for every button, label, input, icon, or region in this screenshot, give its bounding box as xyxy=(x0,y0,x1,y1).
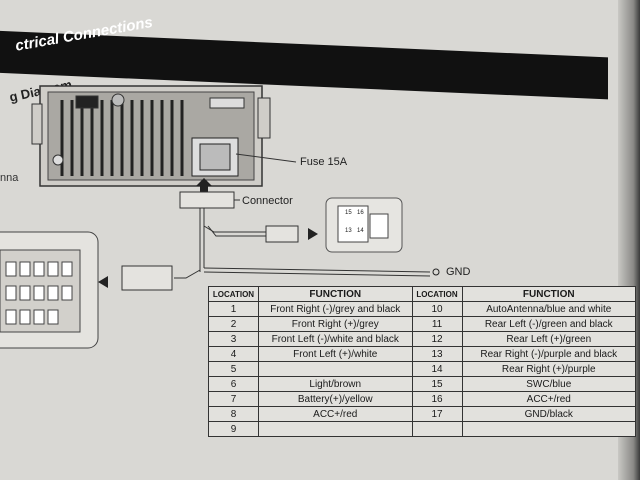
column-header: LOCATION xyxy=(208,286,259,302)
left-arrow-icon xyxy=(98,276,108,288)
gnd-label: GND xyxy=(446,266,471,278)
connector-label: Connector xyxy=(242,195,293,207)
table-cell: 14 xyxy=(411,361,463,377)
pin-14-label: 14 xyxy=(357,228,364,234)
table-cell: 12 xyxy=(411,331,463,347)
table-row: 9 xyxy=(208,421,636,437)
table-cell: 3 xyxy=(208,331,259,347)
table-cell: GND/black xyxy=(461,406,636,422)
connector xyxy=(179,191,235,209)
table-cell: Front Left (-)/white and black xyxy=(257,331,413,347)
table-row: 1 Front Right (-)/grey and black 10 Auto… xyxy=(208,301,636,317)
fuse-leader xyxy=(235,153,297,163)
table-row: 2 Front Right (+)/grey 11 Rear Left (-)/… xyxy=(208,316,636,332)
table-cell xyxy=(461,421,636,437)
table-cell xyxy=(411,421,463,437)
antenna-label: nna xyxy=(0,172,19,184)
table-cell: 11 xyxy=(411,316,463,332)
table-cell: Rear Left (-)/green and black xyxy=(461,316,636,332)
table-cell: 1 xyxy=(208,301,259,317)
table-cell: Rear Right (+)/purple xyxy=(461,361,636,377)
table-cell: SWC/blue xyxy=(461,376,636,392)
table-cell: 15 xyxy=(411,376,463,392)
table-cell: ACC+/red xyxy=(461,391,636,407)
table-cell: Front Right (-)/grey and black xyxy=(257,301,413,317)
main-connector-detail xyxy=(0,231,99,349)
table-cell: 16 xyxy=(411,391,463,407)
column-header: FUNCTION xyxy=(461,286,636,302)
table-row: 4 Front Left (+)/white 13 Rear Right (-)… xyxy=(208,346,636,362)
table-cell: 7 xyxy=(208,391,259,407)
table-cell: Rear Left (+)/green xyxy=(461,331,636,347)
column-header: LOCATION xyxy=(411,286,463,302)
wire-harness xyxy=(174,208,431,279)
table-cell: 5 xyxy=(208,361,259,377)
table-cell: Front Left (+)/white xyxy=(257,346,413,362)
pin-15-label: 15 xyxy=(345,210,352,216)
table-cell: 2 xyxy=(208,316,259,332)
table-cell: 9 xyxy=(208,421,259,437)
table-row: 3 Front Left (-)/white and black 12 Rear… xyxy=(208,331,636,347)
table-cell: 6 xyxy=(208,376,259,392)
pin-13-label: 13 xyxy=(345,228,352,234)
harness-box xyxy=(121,265,173,291)
table-cell: 4 xyxy=(208,346,259,362)
table-cell: AutoAntenna/blue and white xyxy=(461,301,636,317)
table-row: 5 14 Rear Right (+)/purple xyxy=(208,361,636,377)
connection-table: LOCATION FUNCTION LOCATION FUNCTION 1 Fr… xyxy=(208,286,636,437)
table-row: 8 ACC+/red 17 GND/black xyxy=(208,406,636,422)
gnd-terminal xyxy=(432,268,440,276)
column-header: FUNCTION xyxy=(257,286,413,302)
table-cell: Battery(+)/yellow xyxy=(257,391,413,407)
up-arrow-icon xyxy=(196,178,212,194)
table-row: 6 Light/brown 15 SWC/blue xyxy=(208,376,636,392)
table-cell: 13 xyxy=(411,346,463,362)
table-cell: 8 xyxy=(208,406,259,422)
table-cell: Front Right (+)/grey xyxy=(257,316,413,332)
right-arrow-icon xyxy=(308,228,318,240)
pin-16-label: 16 xyxy=(357,210,364,216)
fuse-label: Fuse 15A xyxy=(300,156,348,168)
table-cell: Rear Right (-)/purple and black xyxy=(461,346,636,362)
plug-box xyxy=(265,225,299,243)
head-unit-rear-panel xyxy=(31,85,271,187)
table-cell xyxy=(257,421,413,437)
table-header-row: LOCATION FUNCTION LOCATION FUNCTION xyxy=(208,286,636,302)
table-cell: 10 xyxy=(411,301,463,317)
table-cell: ACC+/red xyxy=(257,406,413,422)
table-cell: Light/brown xyxy=(257,376,413,392)
table-cell: 17 xyxy=(411,406,463,422)
table-cell xyxy=(257,361,413,377)
table-row: 7 Battery(+)/yellow 16 ACC+/red xyxy=(208,391,636,407)
